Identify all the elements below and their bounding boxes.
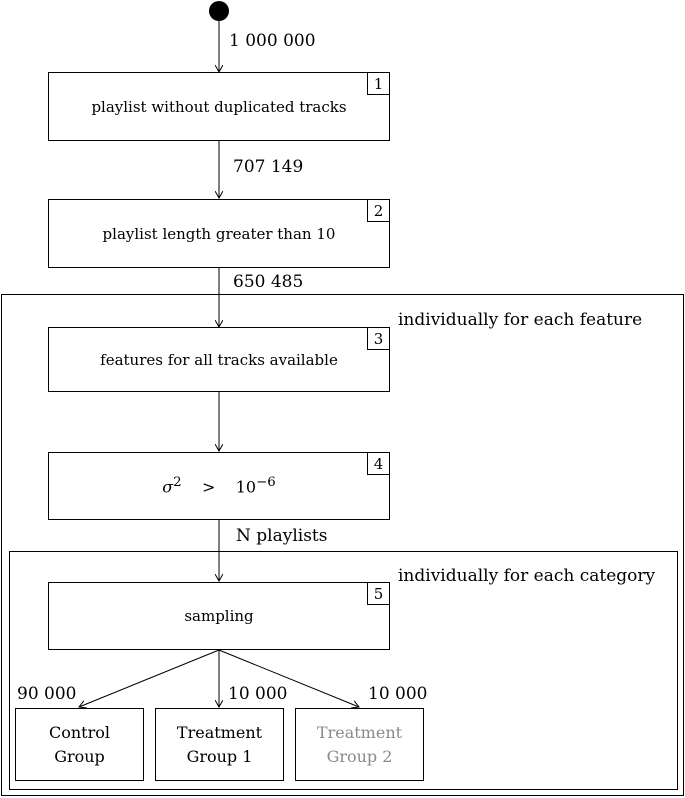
step-1-box: playlist without duplicated tracks 1: [48, 72, 390, 141]
treatment-group-1-line2: Group 1: [186, 746, 253, 766]
treatment-group-1-line1: Treatment: [176, 722, 263, 742]
treatment-group-2-line2: Group 2: [326, 746, 393, 766]
arrow-step5-to-control: [79, 649, 220, 707]
treatment-group-1-count: 10 000: [228, 684, 288, 704]
step-1-number: 1: [367, 73, 389, 95]
step-5-number: 5: [367, 583, 389, 605]
step-4-box: σ2 > 10−6 4: [48, 452, 390, 520]
category-region-frame: [9, 551, 678, 790]
formula-exponent: 2: [173, 475, 182, 491]
control-group-box: Control Group: [15, 708, 144, 781]
step-5-label: sampling: [184, 607, 254, 625]
step-5-box: sampling 5: [48, 582, 390, 650]
step-2-number: 2: [367, 200, 389, 222]
formula-power: −6: [256, 475, 276, 491]
category-region-label: individually for each category: [398, 566, 656, 586]
step-3-box: features for all tracks available 3: [48, 327, 390, 392]
step-2-box: playlist length greater than 10 2: [48, 199, 390, 268]
formula-base: 10: [235, 477, 257, 497]
count-after-step1: 707 149: [233, 157, 304, 177]
count-start: 1 000 000: [229, 31, 316, 51]
feature-region-label: individually for each feature: [398, 310, 643, 330]
treatment-group-2-box: Treatment Group 2: [295, 708, 424, 781]
treatment-group-1-box: Treatment Group 1: [155, 708, 284, 781]
control-group-line1: Control: [48, 722, 110, 742]
formula-operator: >: [201, 477, 216, 497]
treatment-group-2-line1: Treatment: [316, 722, 403, 742]
step-2-label: playlist length greater than 10: [102, 224, 336, 243]
control-group-count: 90 000: [17, 684, 77, 704]
count-after-step2: 650 485: [233, 272, 304, 292]
step-3-label: features for all tracks available: [100, 350, 338, 369]
arrow-step5-to-treatment2: [218, 649, 359, 707]
step-4-number: 4: [367, 453, 389, 475]
feature-region-frame: [1, 294, 684, 796]
step-3-number: 3: [367, 328, 389, 350]
control-group-line2: Group: [54, 746, 105, 766]
count-after-step4: N playlists: [236, 526, 328, 546]
start-node: [209, 1, 229, 21]
formula-sigma: σ: [162, 477, 174, 497]
step-4-formula: σ2 > 10−6: [162, 475, 276, 496]
step-1-label: playlist without duplicated tracks: [91, 97, 347, 116]
treatment-group-2-count: 10 000: [368, 684, 428, 704]
